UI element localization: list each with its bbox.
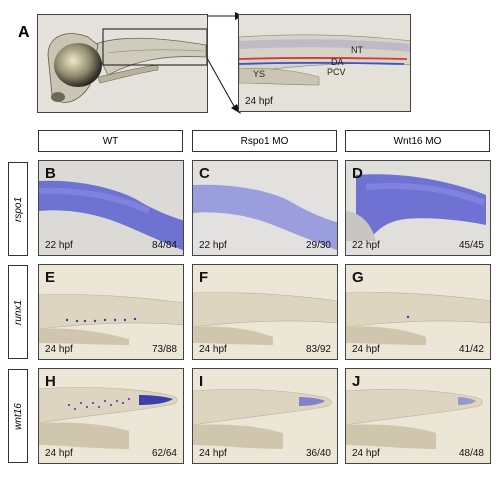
panel-e: E 24 hpf 73/88 xyxy=(38,264,184,360)
panel-stage: 24 hpf xyxy=(45,344,73,355)
panel-stage: 22 hpf xyxy=(45,240,73,251)
panel-letter: B xyxy=(45,165,56,182)
panel-count: 36/40 xyxy=(305,448,331,459)
panel-count: 41/42 xyxy=(458,344,484,355)
panel-stage: 24 hpf xyxy=(199,448,227,459)
panel-stage: 22 hpf xyxy=(199,240,227,251)
panel-count: 29/30 xyxy=(305,240,331,251)
panel-b: B 22 hpf 84/84 xyxy=(38,160,184,256)
panel-h: H 24 hpf 62/64 xyxy=(38,368,184,464)
panel-stage: 24 hpf xyxy=(199,344,227,355)
panel-c: C 22 hpf 29/30 xyxy=(192,160,338,256)
panel-letter: J xyxy=(352,373,361,390)
panel-stage: 24 hpf xyxy=(45,448,73,459)
panel-j: J 24 hpf 48/48 xyxy=(345,368,491,464)
panel-d: D 22 hpf 45/45 xyxy=(345,160,491,256)
panel-letter: F xyxy=(199,269,209,286)
row-header-wnt16: wnt16 xyxy=(8,369,28,463)
panel-count: 84/84 xyxy=(151,240,177,251)
panel-i: I 24 hpf 36/40 xyxy=(192,368,338,464)
panel-letter: I xyxy=(199,373,204,390)
panel-letter: G xyxy=(352,269,364,286)
label-nt: NT xyxy=(351,45,363,55)
column-header-wnt16-mo: Wnt16 MO xyxy=(345,130,490,152)
inset-stage: 24 hpf xyxy=(245,96,273,107)
panel-letter: H xyxy=(45,373,56,390)
label-ys: YS xyxy=(253,69,265,79)
panel-letter: C xyxy=(199,165,210,182)
column-header-rspo1-mo: Rspo1 MO xyxy=(192,130,337,152)
panel-stage: 22 hpf xyxy=(352,240,380,251)
column-header-wt: WT xyxy=(38,130,183,152)
panel-a-inset: NT DA YS PCV 24 hpf xyxy=(238,14,411,112)
panel-f: F 24 hpf 83/92 xyxy=(192,264,338,360)
label-pcv: PCV xyxy=(327,67,346,77)
panel-letter: D xyxy=(352,165,363,182)
panel-g: G 24 hpf 41/42 xyxy=(345,264,491,360)
panel-count: 45/45 xyxy=(458,240,484,251)
row-header-runx1: runx1 xyxy=(8,265,28,359)
panel-count: 48/48 xyxy=(458,448,484,459)
label-da: DA xyxy=(331,57,344,67)
panel-a-whole-embryo xyxy=(37,14,208,113)
panel-stage: 24 hpf xyxy=(352,344,380,355)
row-header-rspo1: rspo1 xyxy=(8,162,28,256)
panel-letter-a: A xyxy=(18,24,30,41)
panel-count: 83/92 xyxy=(305,344,331,355)
panel-letter: E xyxy=(45,269,56,286)
panel-count: 62/64 xyxy=(151,448,177,459)
panel-count: 73/88 xyxy=(151,344,177,355)
panel-stage: 24 hpf xyxy=(352,448,380,459)
